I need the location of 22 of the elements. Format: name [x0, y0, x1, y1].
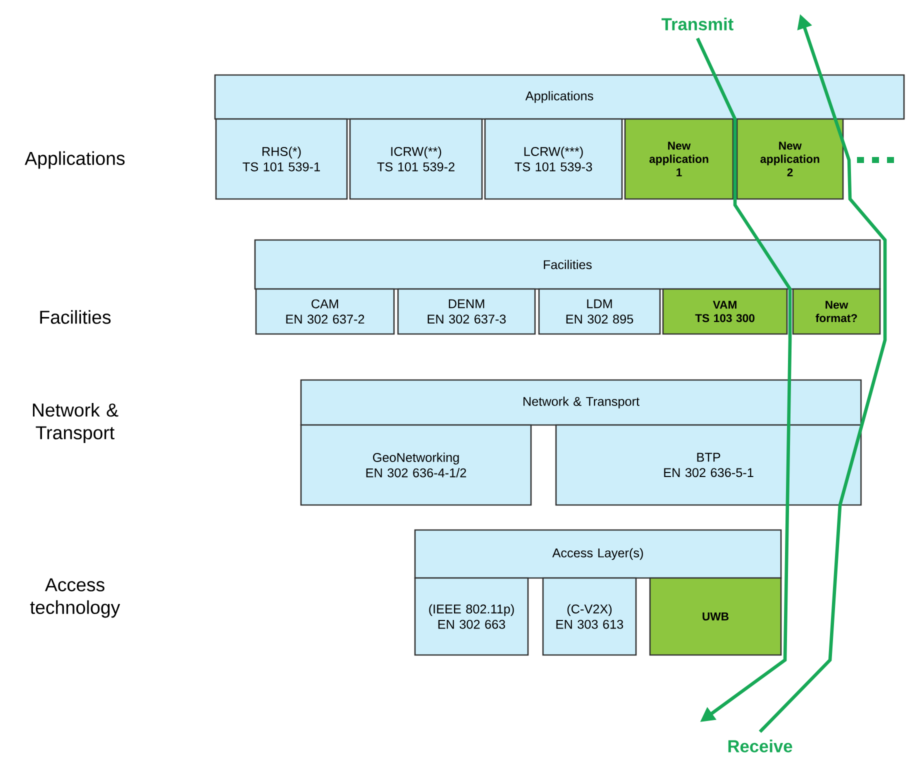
layer-label: Facilities — [40, 310, 111, 324]
standard-box: LCRW(***) TS 101 539-3 — [484, 118, 623, 200]
standard-box: (C-V2X) EN 303 613 — [542, 577, 637, 656]
layer-label: Network & Transport — [32, 402, 118, 444]
flow-label: Receive — [728, 740, 792, 752]
standard-box: DENM EN 302 637-3 — [397, 288, 536, 335]
layer-label: Applications — [24, 151, 125, 169]
standard-box: LDM EN 302 895 — [538, 288, 661, 335]
new-item-box: UWB — [649, 577, 782, 656]
new-item-box: VAM TS 103 300 — [662, 288, 788, 335]
standard-box: GeoNetworking EN 302 636-4-1/2 — [300, 424, 532, 506]
standard-box: (IEEE 802.11p) EN 302 663 — [414, 577, 529, 656]
layer-label: Access technology — [30, 578, 120, 618]
standard-box: CAM EN 302 637-2 — [255, 288, 395, 335]
new-item-box: New format? — [792, 288, 881, 335]
new-item-box: New application 1 — [624, 118, 734, 200]
new-item-box: New application 2 — [736, 118, 844, 200]
standard-box: BTP EN 302 636-5-1 — [555, 424, 862, 506]
standard-box: RHS(*) TS 101 539-1 — [215, 118, 348, 200]
flow-label: Transmit — [662, 18, 734, 30]
standard-box: ICRW(**) TS 101 539-2 — [349, 118, 483, 200]
layer-header-bar: Network & Transport — [300, 379, 862, 426]
